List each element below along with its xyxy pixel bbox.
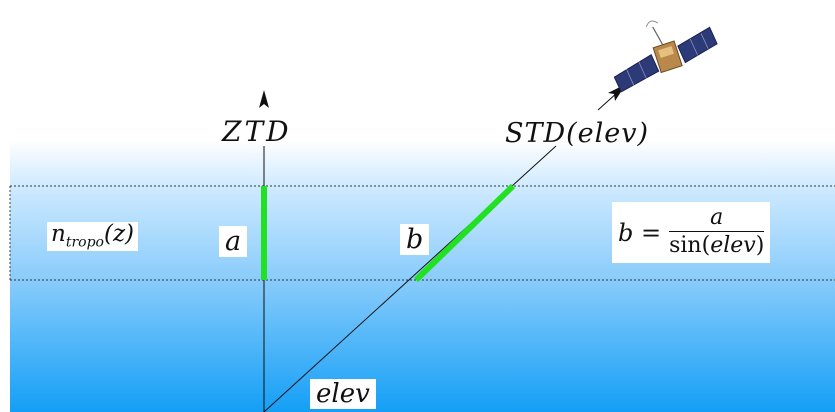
refractivity-base: n	[51, 221, 66, 247]
formula-lhs: b =	[618, 218, 662, 247]
segment-b-label: b	[400, 224, 430, 255]
formula-fraction: a sin(elev)	[669, 205, 765, 260]
slant-segment-b	[413, 183, 516, 283]
denominator-var: elev	[710, 233, 756, 258]
formula-box: b = a sin(elev)	[612, 202, 771, 263]
zenith-arrow-icon	[259, 90, 269, 108]
denominator-close: )	[755, 233, 765, 258]
refractivity-subscript: tropo	[65, 234, 104, 251]
satellite-icon	[613, 20, 718, 93]
elevation-angle-label: elev	[310, 379, 376, 409]
segment-a-label: a	[219, 226, 248, 257]
zenith-label: ZTD	[222, 115, 292, 148]
denominator-func: sin(	[669, 233, 711, 258]
formula-numerator: a	[710, 205, 724, 230]
fraction-bar	[669, 231, 765, 232]
formula-denominator: sin(elev)	[669, 232, 764, 260]
slant-label: STD(elev)	[505, 118, 650, 149]
refractivity-label: ntropo(z)	[47, 221, 139, 251]
refractivity-arg: (z)	[103, 221, 135, 247]
